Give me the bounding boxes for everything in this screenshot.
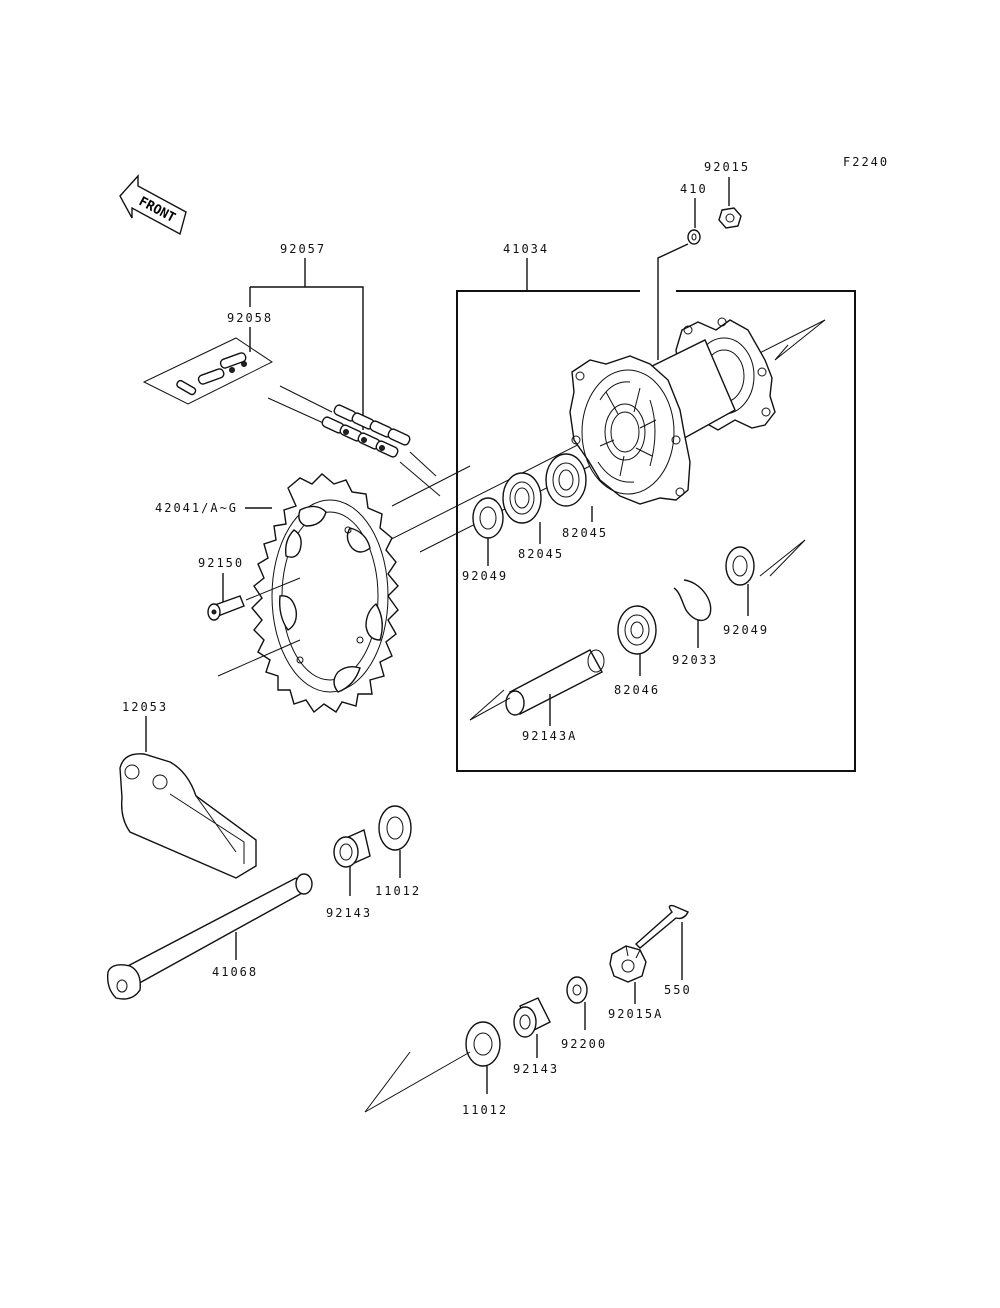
label-92015A: 92015A: [608, 1007, 663, 1021]
hub-assembly-box: [456, 290, 856, 772]
bearing-82045-outer: [545, 453, 587, 507]
label-82046: 82046: [614, 683, 660, 697]
label-11012-a: 11012: [375, 884, 421, 898]
washer-410: [687, 229, 701, 245]
master-link-92058: [142, 337, 273, 405]
label-92015: 92015: [704, 160, 750, 174]
label-92143-a: 92143: [326, 906, 372, 920]
bearing-82046: [617, 605, 657, 655]
label-92058: 92058: [227, 311, 273, 325]
label-92143A: 92143A: [522, 729, 577, 743]
label-92033: 92033: [672, 653, 718, 667]
seal-92049-left: [472, 497, 504, 539]
seal-92049-right: [725, 546, 755, 586]
washer-11012-lower: [465, 1021, 501, 1067]
circlip-92033: [673, 579, 712, 621]
rear-sprocket-42041: [251, 473, 399, 714]
collar-92143-upper: [333, 829, 371, 868]
washer-92200: [566, 976, 588, 1004]
label-92049-b: 92049: [723, 623, 769, 637]
label-41068: 41068: [212, 965, 258, 979]
drive-chain-92057: [267, 385, 441, 497]
nut-92015: [718, 207, 742, 229]
bearing-82045-inner: [502, 472, 542, 524]
label-410: 410: [680, 182, 708, 196]
label-92057: 92057: [280, 242, 326, 256]
axle-41068: [106, 873, 313, 1000]
label-11012-b: 11012: [462, 1103, 508, 1117]
washer-11012-upper: [378, 805, 412, 851]
bolt-92150: [207, 595, 245, 621]
label-92049-a: 92049: [462, 569, 508, 583]
label-550: 550: [664, 983, 692, 997]
label-92150: 92150: [198, 556, 244, 570]
collar-92143-lower: [513, 997, 551, 1038]
label-42041: 42041/A~G: [155, 501, 238, 515]
chain-guide-12053: [119, 753, 257, 879]
castle-nut-92015A: [609, 945, 647, 983]
cotter-pin-550: [634, 904, 689, 949]
spacer-92143A: [505, 649, 605, 716]
diagram-code: F2240: [843, 155, 889, 169]
rear-hub: [349, 317, 826, 561]
label-41034: 41034: [503, 242, 549, 256]
label-82045-a: 82045: [518, 547, 564, 561]
label-82045-b: 82045: [562, 526, 608, 540]
label-92200: 92200: [561, 1037, 607, 1051]
front-arrow-icon: FRONT: [119, 174, 187, 236]
label-92143-b: 92143: [513, 1062, 559, 1076]
label-12053: 12053: [122, 700, 168, 714]
